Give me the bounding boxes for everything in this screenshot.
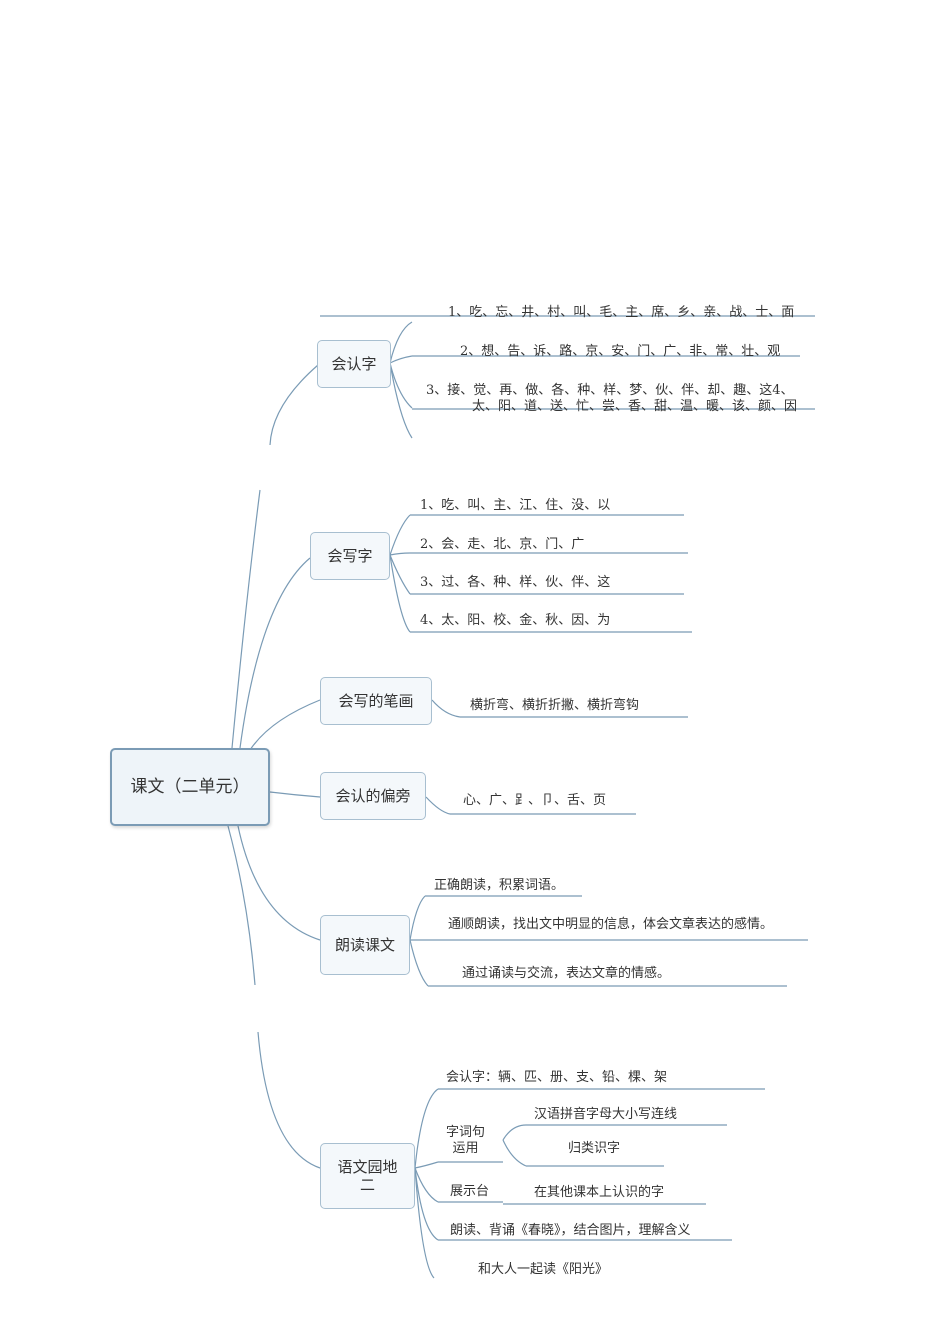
- yuandi-huirenzi: 会认字：辆、匹、册、支、铅、棵、架: [446, 1070, 668, 1085]
- yuandi-zhanshitai: 展示台: [450, 1184, 490, 1199]
- yuandi-ciju-line-1: 字词句: [446, 1125, 486, 1140]
- huirenzi-item-2: 2、想、告、诉、路、京、安、门、广、非、常、壮、观: [460, 344, 781, 359]
- bihua-item: 横折弯、横折折撇、横折弯钩: [470, 698, 640, 713]
- root-node[interactable]: 课文（二单元）: [110, 748, 270, 826]
- huirenzi-item-4: 太、阳、道、送、忙、尝、香、甜、温、暖、该、颜、因: [472, 399, 798, 414]
- branch-pianpang[interactable]: 会认的偏旁: [320, 772, 426, 820]
- branch-pianpang-label: 会认的偏旁: [335, 787, 411, 805]
- langdu-item-2: 通顺朗读，找出文中明显的信息，体会文章表达的感情。: [448, 917, 774, 932]
- branch-yuandi[interactable]: 语文园地 二: [320, 1143, 415, 1209]
- huixiezi-item-4: 4、太、阳、校、金、秋、因、为: [420, 613, 611, 628]
- branch-huixiezi-label: 会写字: [327, 547, 373, 565]
- langdu-item-1: 正确朗读，积累词语。: [434, 878, 565, 893]
- huirenzi-item-3: 3、接、觉、再、做、各、种、样、梦、伙、伴、却、趣、这4、: [426, 383, 794, 398]
- branch-huixiezi[interactable]: 会写字: [310, 532, 390, 580]
- branch-bihua[interactable]: 会写的笔画: [320, 677, 432, 725]
- yuandi-ciju-item-2: 归类识字: [568, 1141, 621, 1156]
- yuandi-yuedu: 和大人一起读《阳光》: [478, 1262, 609, 1277]
- yuandi-beisong: 朗读、背诵《春晓》，结合图片，理解含义: [450, 1223, 691, 1238]
- huirenzi-item-1: 1、吃、忘、井、村、叫、毛、主、席、乡、亲、战、士、面: [448, 305, 795, 320]
- branch-langdu-label: 朗读课文: [334, 936, 395, 954]
- branch-langdu[interactable]: 朗读课文: [320, 915, 410, 975]
- branch-yuandi-label-1: 语文园地: [337, 1158, 398, 1176]
- branch-bihua-label: 会写的笔画: [338, 692, 414, 710]
- branch-huirenzi-label: 会认字: [331, 355, 377, 373]
- branch-yuandi-label-2: 二: [359, 1176, 375, 1194]
- yuandi-ciju-line-2: 运用: [452, 1141, 479, 1156]
- huixiezi-item-1: 1、吃、叫、主、江、住、没、以: [420, 498, 611, 513]
- yuandi-ciju: 字词句 运用: [446, 1125, 485, 1157]
- pianpang-item: 心、广、⻊、卩、舌、页: [463, 793, 607, 808]
- huixiezi-item-2: 2、会、走、北、京、门、广: [420, 537, 585, 552]
- branch-huirenzi[interactable]: 会认字: [317, 340, 391, 388]
- langdu-item-3: 通过诵读与交流，表达文章的情感。: [462, 966, 671, 981]
- huixiezi-item-3: 3、过、各、种、样、伙、伴、这: [420, 575, 611, 590]
- yuandi-zhanshitai-item: 在其他课本上认识的字: [534, 1185, 665, 1200]
- yuandi-ciju-item-1: 汉语拼音字母大小写连线: [534, 1107, 678, 1122]
- root-label: 课文（二单元）: [130, 777, 250, 797]
